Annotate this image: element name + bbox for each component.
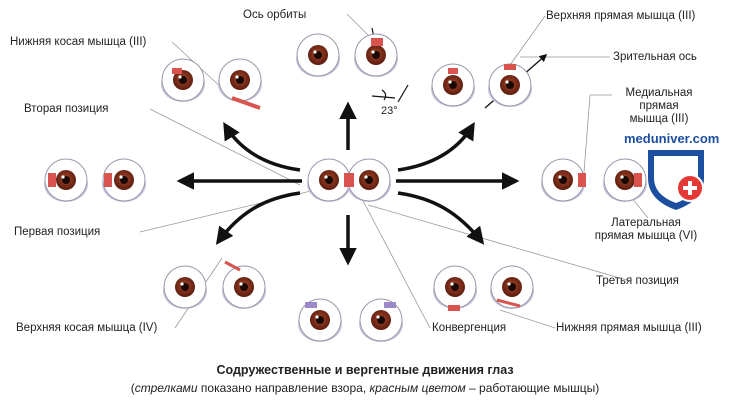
caption-subtitle: (стрелками показано направление взора, к… — [0, 381, 730, 395]
label-inferior-oblique: Нижняя косая мышца (III) — [10, 36, 147, 48]
eye-pair-down-right — [432, 265, 535, 311]
label-second-position: Вторая позиция — [24, 103, 109, 115]
eye-pair-center — [306, 158, 392, 203]
label-medial-rectus: Медиальная прямая мышца (III) — [614, 87, 704, 126]
label-convergence: Конвергенция — [432, 322, 507, 334]
leader-lines — [139, 13, 649, 329]
label-visual-axis: Зрительная ось — [613, 51, 697, 63]
label-orbit-axis: Ось орбиты — [243, 9, 307, 21]
label-lateral-rectus-line1: Латеральная — [611, 217, 681, 229]
caption-sub-red: красным цветом — [369, 381, 466, 395]
label-superior-oblique: Верхняя косая мышца (IV) — [16, 322, 158, 334]
arrow-up-left — [223, 121, 301, 172]
label-inferior-rectus: Нижняя прямая мышца (III) — [556, 322, 702, 334]
arrow-down-right — [397, 191, 485, 245]
label-angle: 23° — [381, 105, 398, 117]
eye-pair-right — [540, 158, 648, 203]
caption-sub-open: ( — [130, 381, 135, 395]
eye-pair-down — [297, 298, 404, 343]
label-medial-rectus-line1: Медиальная — [625, 87, 693, 99]
caption-title: Содружественные и вергентные движения гл… — [216, 363, 514, 377]
caption-sub-end: – работающие мышцы) — [465, 381, 600, 395]
eye-pair-down-left — [162, 260, 267, 310]
eye-pair-up — [295, 33, 399, 78]
label-third-position: Третья позиция — [596, 275, 679, 287]
eye-pair-up-left — [160, 58, 263, 110]
eye-pair-left — [43, 158, 147, 203]
caption-sub-arrows: стрелками — [134, 381, 198, 395]
label-medial-rectus-line2: прямая — [639, 100, 679, 112]
arrow-down-left — [215, 191, 301, 245]
caption-sub-mid: показано направление взора, — [197, 381, 370, 395]
arrow-up-right — [397, 121, 475, 172]
label-first-position: Первая позиция — [14, 226, 101, 238]
label-superior-rectus: Верхняя прямая мышца (III) — [546, 10, 696, 22]
label-lateral-rectus-line2: прямая мышца (VI) — [594, 230, 698, 242]
label-lateral-rectus: Латеральная прямая мышца (VI) — [586, 217, 706, 243]
label-medial-rectus-line3: мышца (III) — [629, 113, 689, 125]
eye-pair-up-right — [430, 63, 533, 108]
logo-text: meduniver.com — [624, 131, 720, 146]
meduniver-logo — [648, 150, 704, 210]
gaze-arrows — [176, 101, 520, 266]
